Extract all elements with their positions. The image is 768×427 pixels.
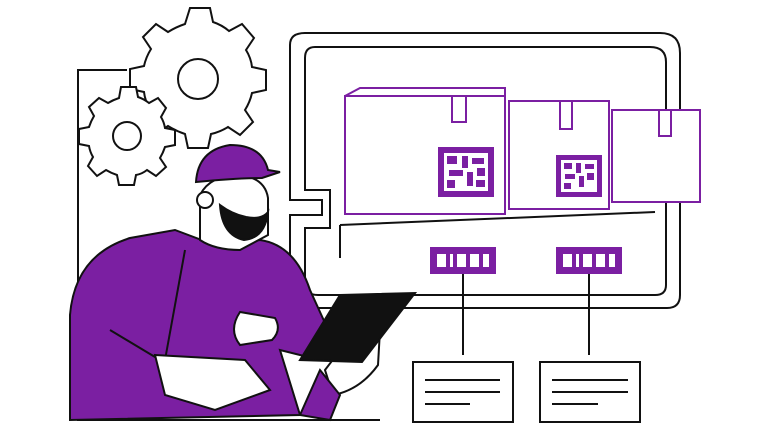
tablet-icon (298, 291, 418, 364)
shelf-line (339, 211, 656, 226)
barcode-label-icon (556, 247, 622, 274)
document-card-icon (539, 361, 641, 423)
document-card-icon (412, 361, 514, 423)
frame-bracket-line (77, 69, 380, 421)
small-gear-icon (78, 86, 176, 186)
box-icon (611, 109, 701, 203)
qr-code-icon (556, 155, 602, 197)
worker-head (194, 143, 281, 252)
barcode-label-icon (430, 247, 496, 274)
qr-code-icon (438, 147, 494, 197)
